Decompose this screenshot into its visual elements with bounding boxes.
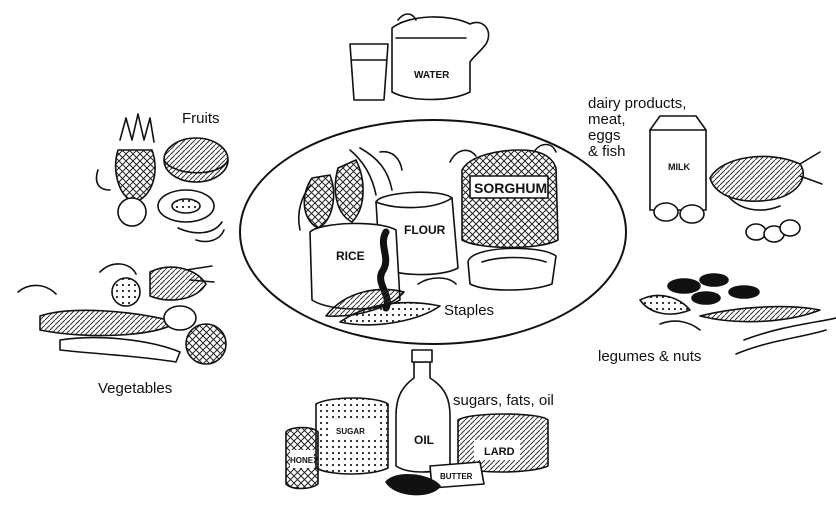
fruits-illustration xyxy=(97,114,229,242)
legumes-label: legumes & nuts xyxy=(598,348,701,365)
sugars-label: sugars, fats, oil xyxy=(453,392,554,409)
vegetables-illustration xyxy=(18,264,226,364)
rice-tag: RICE xyxy=(336,249,365,263)
staples-label: Staples xyxy=(444,302,494,319)
flour-tag: FLOUR xyxy=(404,223,446,237)
fruits-label: Fruits xyxy=(182,110,220,127)
milk-tag: MILK xyxy=(668,162,690,172)
dairy-label: dairy products, meat, eggs & fish xyxy=(588,96,686,160)
sugar-tag: SUGAR xyxy=(336,427,365,436)
sugars-fats-illustration xyxy=(286,350,548,495)
bread-illustration xyxy=(468,248,556,290)
legumes-illustration xyxy=(640,274,836,354)
vegetables-label: Vegetables xyxy=(98,380,172,397)
sorghum-tag: SORGHUM xyxy=(474,180,547,196)
water-tag: WATER xyxy=(414,70,450,81)
lard-tag: LARD xyxy=(484,446,515,458)
butter-tag: BUTTER xyxy=(440,472,473,481)
water-illustration xyxy=(350,14,489,100)
sorghum-sack-illustration xyxy=(450,145,558,248)
oil-tag: OIL xyxy=(414,433,434,447)
honey-tag: HONEY xyxy=(290,456,319,465)
